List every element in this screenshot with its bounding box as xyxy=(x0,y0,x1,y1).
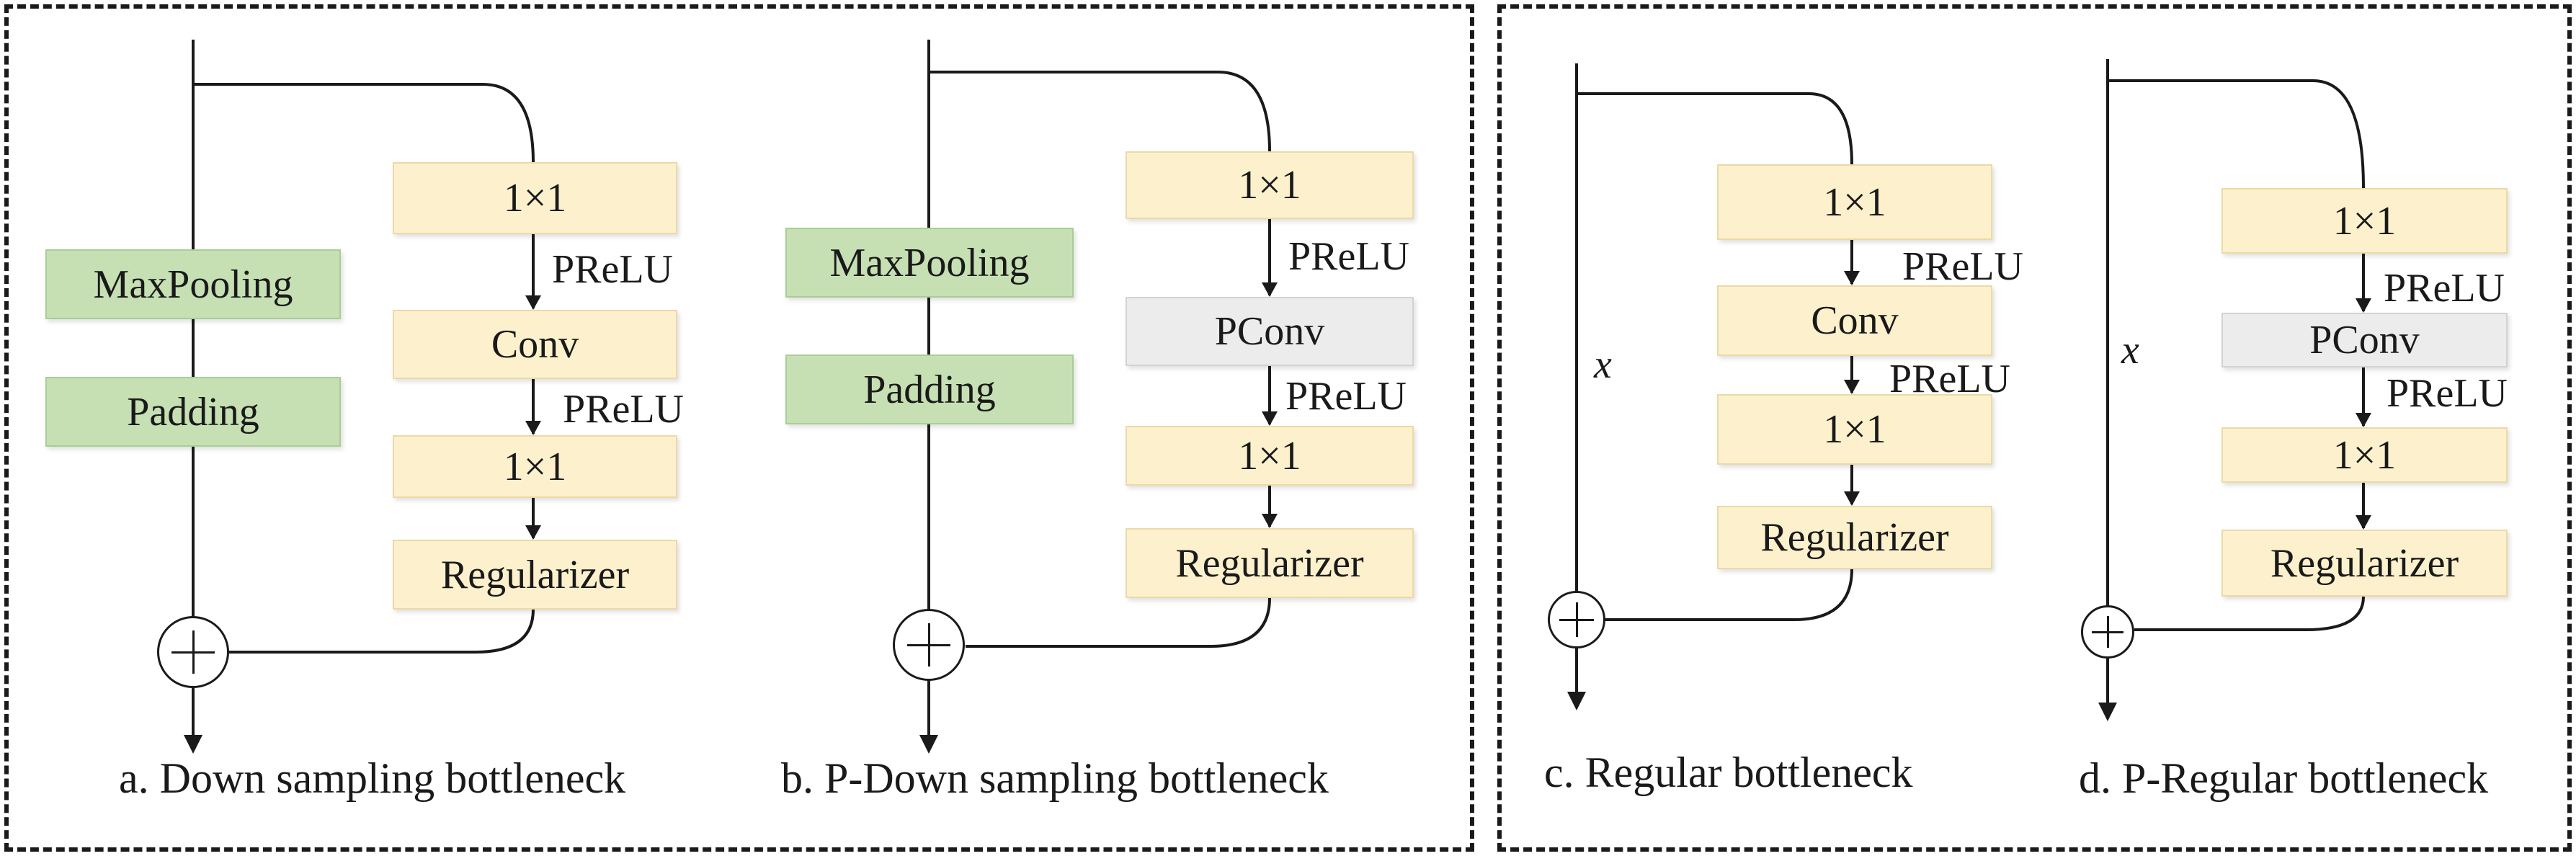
a-add-node-icon xyxy=(157,616,229,688)
b-padding-block: Padding xyxy=(785,355,1074,424)
a-conv-block: Conv xyxy=(393,310,677,379)
d-regularizer-block: Regularizer xyxy=(2221,530,2508,597)
b-regularizer-block: Regularizer xyxy=(1126,528,1414,598)
b-caption: b. P-Down sampling bottleneck xyxy=(781,754,1329,802)
a-prelu-label-1: PReLU xyxy=(552,247,673,292)
c-merge-curve xyxy=(1605,569,1853,621)
c-conv1x1-out-block: 1×1 xyxy=(1717,394,1992,465)
c-branch-curve xyxy=(1577,92,1853,165)
c-add-node-icon xyxy=(1548,591,1605,648)
a-padding-block: Padding xyxy=(45,377,341,447)
b-pconv-block: PConv xyxy=(1126,297,1414,366)
c-prelu-label-2: PReLU xyxy=(1889,357,2010,401)
b-branch-curve xyxy=(929,71,1271,152)
d-identity-label: x xyxy=(2121,328,2139,373)
a-conv1x1-in-block: 1×1 xyxy=(393,162,677,234)
d-merge-curve xyxy=(2134,596,2365,631)
a-maxpooling-block: MaxPooling xyxy=(45,249,341,319)
a-conv1x1-out-block: 1×1 xyxy=(393,435,677,498)
d-conv1x1-out-block: 1×1 xyxy=(2221,427,2508,483)
b-add-node-icon xyxy=(893,609,965,681)
a-branch-curve xyxy=(193,83,535,163)
d-prelu-label-2: PReLU xyxy=(2386,371,2508,416)
b-conv1x1-out-block: 1×1 xyxy=(1126,426,1414,486)
c-prelu-label-1: PReLU xyxy=(1902,244,2023,289)
b-prelu-label-2: PReLU xyxy=(1285,374,1407,419)
c-conv1x1-in-block: 1×1 xyxy=(1717,164,1992,240)
c-conv-block: Conv xyxy=(1717,285,1992,356)
panel-right-frame xyxy=(1497,4,2572,852)
d-branch-curve xyxy=(2108,79,2365,189)
a-prelu-label-2: PReLU xyxy=(563,387,684,432)
d-prelu-label-1: PReLU xyxy=(2384,266,2505,311)
b-prelu-label-1: PReLU xyxy=(1288,234,1409,279)
a-merge-curve xyxy=(229,609,535,654)
c-regularizer-block: Regularizer xyxy=(1717,506,1992,569)
d-pconv-block: PConv xyxy=(2221,313,2508,367)
b-conv1x1-in-block: 1×1 xyxy=(1126,151,1414,219)
d-conv1x1-in-block: 1×1 xyxy=(2221,188,2508,254)
c-caption: c. Regular bottleneck xyxy=(1544,749,1913,796)
d-add-node-icon xyxy=(2081,605,2134,659)
a-regularizer-block: Regularizer xyxy=(393,540,677,610)
b-maxpooling-block: MaxPooling xyxy=(785,228,1074,298)
a-caption: a. Down sampling bottleneck xyxy=(119,754,626,802)
d-caption: d. P-Regular bottleneck xyxy=(2079,754,2489,802)
c-identity-label: x xyxy=(1594,342,1612,387)
b-merge-curve xyxy=(966,597,1271,648)
panel-left-frame xyxy=(4,4,1474,852)
